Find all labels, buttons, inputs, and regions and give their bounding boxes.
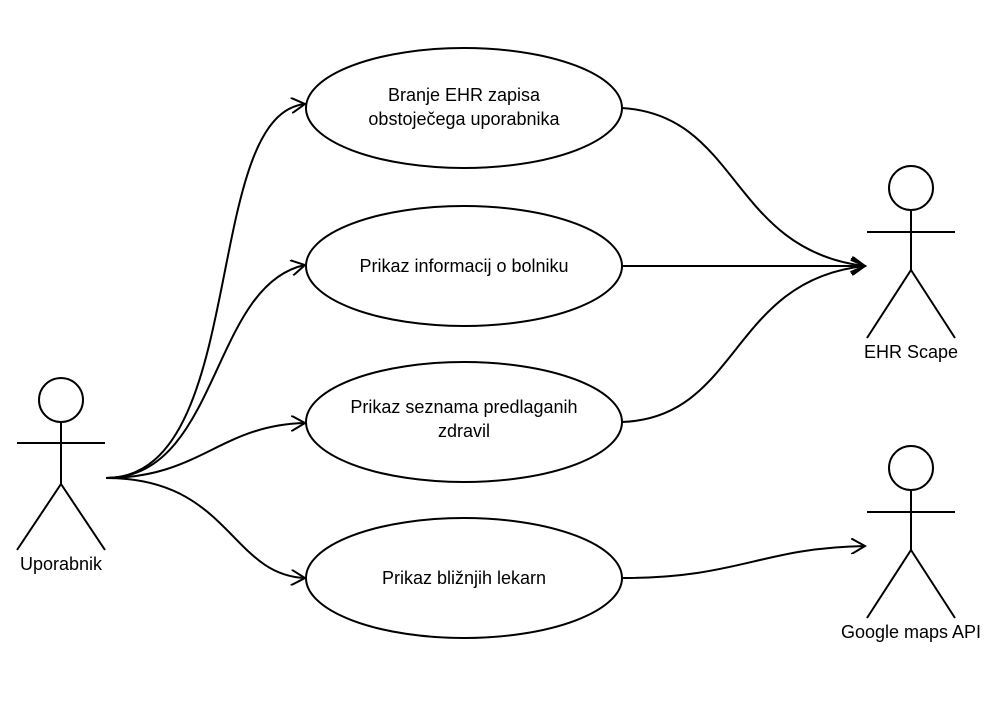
assoc-pharmacies-maps [621, 546, 865, 579]
assoc-user-drug-list [105, 423, 305, 479]
use-case-label-line1: Prikaz bližnjih lekarn [382, 568, 546, 588]
user-associations [105, 104, 305, 578]
use-case-label-line1: Prikaz informacij o bolniku [359, 256, 568, 276]
use-case-ellipse [305, 205, 623, 327]
use-case-label-line2: obstoječega uporabnika [368, 109, 560, 129]
actor-google-maps[interactable]: Google maps API [841, 445, 981, 642]
use-case-ellipse [305, 361, 623, 483]
use-case-read-ehr[interactable]: Branje EHR zapisa obstoječega uporabnika [305, 47, 623, 169]
actor-label: Google maps API [841, 622, 981, 642]
actor-ehr-scape[interactable]: EHR Scape [864, 165, 958, 362]
use-case-label-line1: Prikaz seznama predlaganih [350, 397, 577, 417]
stick-figure-icon [16, 377, 106, 551]
actor-user[interactable]: Uporabnik [16, 377, 106, 574]
use-case-patient-info[interactable]: Prikaz informacij o bolniku [305, 205, 623, 327]
use-case-ellipse [305, 517, 623, 639]
use-case-drug-list[interactable]: Prikaz seznama predlaganih zdravil [305, 361, 623, 483]
stick-figure-icon [866, 445, 956, 619]
actor-label: EHR Scape [864, 342, 958, 362]
assoc-user-patient-info [105, 265, 305, 479]
use-case-label-line2: zdravil [438, 421, 490, 441]
use-case-ellipse [305, 47, 623, 169]
assoc-drug-list-ehrscape [621, 266, 865, 423]
assoc-user-pharmacies [105, 477, 305, 578]
stick-figure-icon [866, 165, 956, 339]
external-associations [621, 107, 865, 579]
use-case-label-line1: Branje EHR zapisa [388, 85, 541, 105]
actor-label: Uporabnik [20, 554, 103, 574]
assoc-read-ehr-ehrscape [621, 107, 865, 266]
assoc-user-read-ehr [105, 104, 305, 479]
use-case-pharmacies[interactable]: Prikaz bližnjih lekarn [305, 517, 623, 639]
